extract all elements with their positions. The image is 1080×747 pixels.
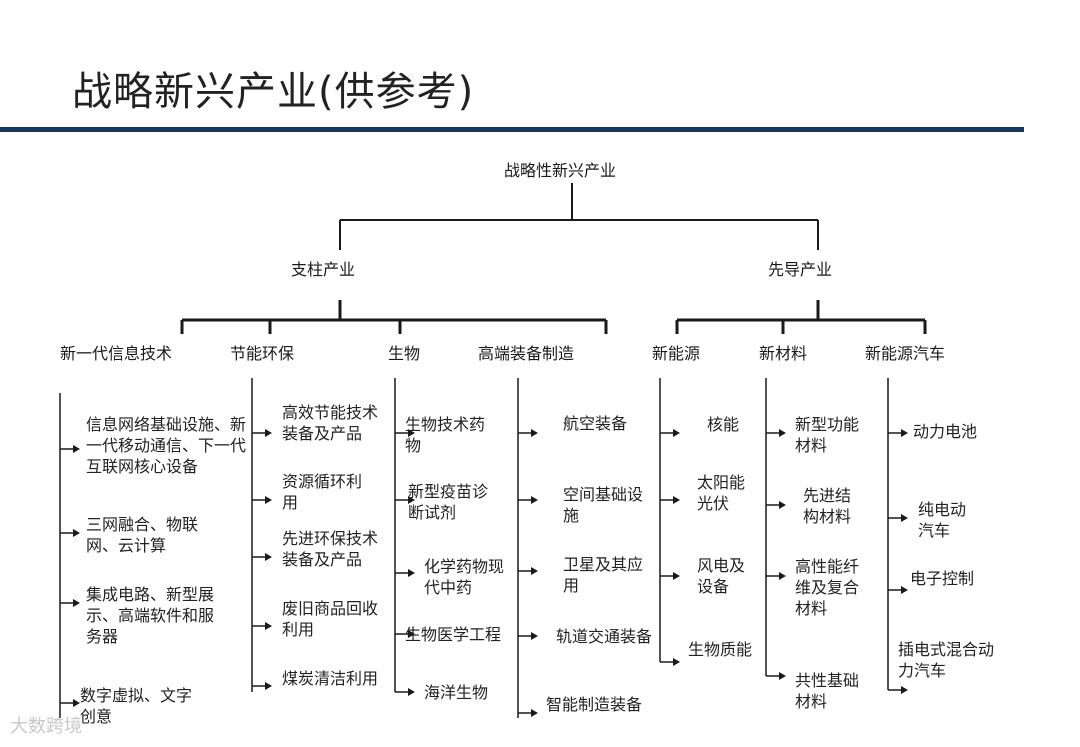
item-info-tech-3: 集成电路、新型展示、高端软件和服务器 bbox=[86, 585, 215, 646]
arrow-new-energy-3 bbox=[673, 572, 680, 580]
item-info-tech-4: 数字虚拟、文字创意 bbox=[80, 686, 193, 726]
arrow-biology-2 bbox=[408, 496, 415, 504]
item-equipment-3: 卫星及其应用 bbox=[563, 555, 644, 595]
item-nev-1: 动力电池 bbox=[913, 422, 978, 441]
item-energy-saving-1: 高效节能技术装备及产品 bbox=[282, 403, 379, 443]
arrow-energy-saving-4 bbox=[265, 622, 272, 630]
category-energy-saving: 节能环保 bbox=[230, 344, 295, 363]
group-pioneer: 先导产业 bbox=[768, 260, 833, 279]
item-nev-2: 纯电动汽车 bbox=[918, 500, 967, 540]
category-nev: 新能源汽车 bbox=[865, 344, 946, 363]
category-equipment: 高端装备制造 bbox=[478, 344, 575, 363]
item-nev-4: 插电式混合动力汽车 bbox=[898, 640, 995, 680]
arrow-energy-saving-3 bbox=[265, 553, 272, 561]
title-underline bbox=[0, 127, 1024, 132]
arrow-energy-saving-1 bbox=[265, 429, 272, 437]
arrow-nev-3 bbox=[901, 586, 908, 594]
item-energy-saving-4: 废旧商品回收利用 bbox=[282, 599, 379, 639]
arrow-new-energy-2 bbox=[673, 496, 680, 504]
item-equipment-2: 空间基础设施 bbox=[563, 485, 644, 525]
item-biology-1: 生物技术药物 bbox=[405, 415, 486, 455]
arrow-new-materials-2 bbox=[779, 501, 786, 509]
item-new-energy-1: 核能 bbox=[707, 415, 740, 434]
arrow-equipment-4 bbox=[531, 632, 538, 640]
arrow-nev-1 bbox=[901, 429, 908, 437]
arrow-new-energy-1 bbox=[673, 429, 680, 437]
item-biology-3: 化学药物现代中药 bbox=[424, 557, 505, 597]
item-new-materials-4: 共性基础材料 bbox=[795, 671, 860, 711]
item-new-materials-3: 高性能纤维及复合材料 bbox=[795, 557, 860, 618]
arrow-biology-3 bbox=[408, 569, 415, 577]
arrow-equipment-1 bbox=[531, 429, 538, 437]
arrow-info-tech-2 bbox=[73, 529, 80, 537]
item-new-materials-1: 新型功能材料 bbox=[795, 415, 860, 455]
arrow-biology-5 bbox=[408, 688, 415, 696]
arrow-biology-4 bbox=[408, 630, 415, 638]
arrow-new-energy-4 bbox=[673, 658, 680, 666]
arrow-equipment-3 bbox=[531, 567, 538, 575]
arrow-biology-1 bbox=[408, 429, 415, 437]
item-new-energy-2: 太阳能光伏 bbox=[697, 473, 746, 513]
page-title: 战略新兴产业(供参考) bbox=[72, 69, 475, 115]
arrow-equipment-2 bbox=[531, 496, 538, 504]
item-new-materials-2: 先进结构材料 bbox=[803, 486, 852, 526]
arrow-info-tech-3 bbox=[73, 599, 80, 607]
root-node: 战略性新兴产业 bbox=[504, 161, 617, 180]
category-new-materials: 新材料 bbox=[759, 344, 808, 363]
arrow-new-materials-4 bbox=[779, 672, 786, 680]
category-new-energy: 新能源 bbox=[652, 344, 701, 363]
arrow-nev-2 bbox=[901, 514, 908, 522]
item-energy-saving-2: 资源循环利用 bbox=[282, 472, 363, 512]
item-biology-4: 生物医学工程 bbox=[405, 625, 502, 644]
item-equipment-4: 轨道交通装备 bbox=[556, 627, 653, 646]
arrow-info-tech-4 bbox=[73, 699, 80, 707]
arrow-nev-4 bbox=[901, 686, 908, 694]
item-nev-3: 电子控制 bbox=[910, 569, 975, 588]
item-info-tech-1: 信息网络基础设施、新一代移动通信、下一代互联网核心设备 bbox=[86, 415, 247, 476]
item-new-energy-3: 风电及设备 bbox=[697, 556, 746, 596]
item-info-tech-2: 三网融合、物联网、云计算 bbox=[86, 515, 199, 555]
item-energy-saving-5: 煤炭清洁利用 bbox=[282, 669, 379, 688]
category-biology: 生物 bbox=[388, 344, 421, 363]
arrow-energy-saving-5 bbox=[265, 682, 272, 690]
arrow-info-tech-1 bbox=[73, 445, 80, 453]
watermark: 大数跨境 bbox=[10, 716, 82, 737]
item-biology-5: 海洋生物 bbox=[424, 683, 489, 702]
item-energy-saving-3: 先进环保技术装备及产品 bbox=[282, 529, 379, 569]
item-equipment-5: 智能制造装备 bbox=[546, 695, 643, 714]
item-equipment-1: 航空装备 bbox=[563, 414, 628, 433]
category-info-tech: 新一代信息技术 bbox=[60, 344, 173, 363]
item-biology-2: 新型疫苗诊断试剂 bbox=[408, 482, 489, 522]
arrow-equipment-5 bbox=[531, 709, 538, 717]
arrow-new-materials-1 bbox=[779, 429, 786, 437]
arrow-new-materials-3 bbox=[779, 572, 786, 580]
group-pillar: 支柱产业 bbox=[291, 260, 356, 279]
item-new-energy-4: 生物质能 bbox=[688, 640, 753, 659]
arrow-energy-saving-2 bbox=[265, 496, 272, 504]
